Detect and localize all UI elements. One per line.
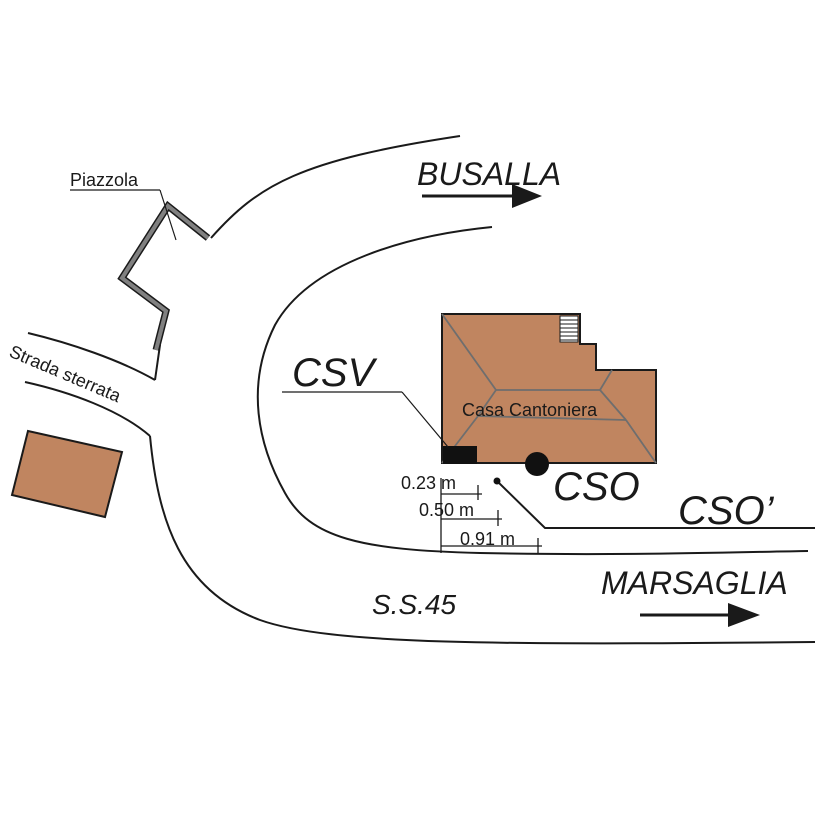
road-outer-lower — [149, 435, 816, 645]
piazzola-label: Piazzola — [70, 170, 139, 190]
csv-leader-slant — [401, 391, 449, 448]
cso-prime-marker — [493, 477, 501, 485]
cso-label: CSO — [553, 465, 640, 509]
stairs-icon — [559, 315, 579, 343]
distance-lines — [440, 478, 542, 553]
piazzola-shape-fill — [119, 203, 210, 351]
road-connector — [154, 344, 161, 381]
busalla-arrow-icon — [422, 184, 542, 208]
cso-marker — [525, 452, 549, 476]
roof-lines — [441, 313, 657, 464]
dirt-road-label: Strada sterrata — [6, 341, 124, 406]
distance-label-3: 0.91 m — [460, 529, 515, 549]
dirt-road-upper — [27, 332, 156, 381]
road-outer-upper — [210, 135, 461, 239]
marsaglia-arrow-icon — [640, 603, 760, 627]
road-inner-curve — [256, 226, 809, 556]
csv-marker — [443, 446, 477, 464]
building-label: Casa Cantoniera — [462, 400, 598, 420]
piazzola-leader-slant — [159, 189, 177, 241]
marsaglia-label: MARSAGLIA — [601, 565, 788, 601]
casa-cantoniera: Casa Cantoniera — [441, 313, 657, 464]
dirt-road-lower — [24, 381, 151, 437]
distance-label-2: 0.50 m — [419, 500, 474, 520]
cso-prime-label: CSO’ — [678, 489, 775, 533]
distance-label-1: 0.23 m — [401, 473, 456, 493]
busalla-label: BUSALLA — [417, 156, 561, 192]
small-building — [10, 429, 124, 519]
csv-label: CSV — [292, 351, 378, 395]
road-name-label: S.S.45 — [372, 589, 456, 620]
cso-prime-line — [496, 480, 815, 529]
building-footprint — [441, 313, 657, 464]
road-lines — [24, 135, 816, 645]
